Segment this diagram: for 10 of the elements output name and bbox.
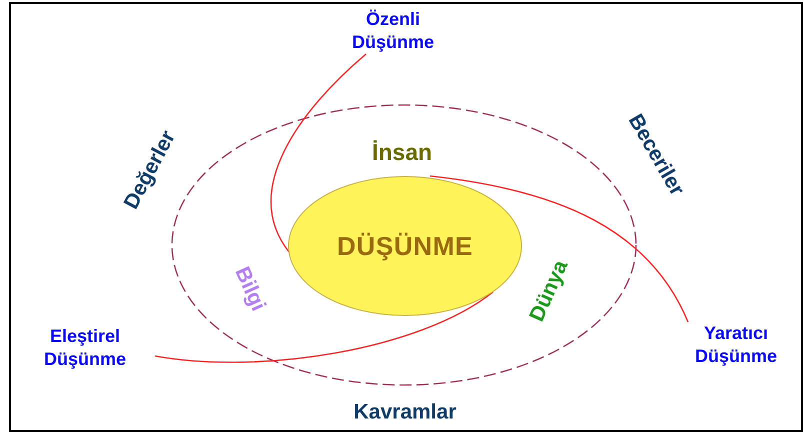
thinking-type-label: Yaratıcı Düşünme [694, 322, 778, 368]
curve-connector [270, 54, 366, 252]
curve-connector [430, 175, 689, 322]
center-title: DÜŞÜNME [337, 230, 473, 262]
thinking-type-label: Özenli Düşünme [350, 8, 435, 54]
curve-connector [154, 291, 494, 363]
thinking-type-label: Eleştirel Düşünme [42, 325, 127, 371]
concept-label: Kavramlar [354, 399, 456, 426]
ring-label: Bilgi [229, 262, 271, 316]
ring-label: İnsan [372, 138, 432, 167]
